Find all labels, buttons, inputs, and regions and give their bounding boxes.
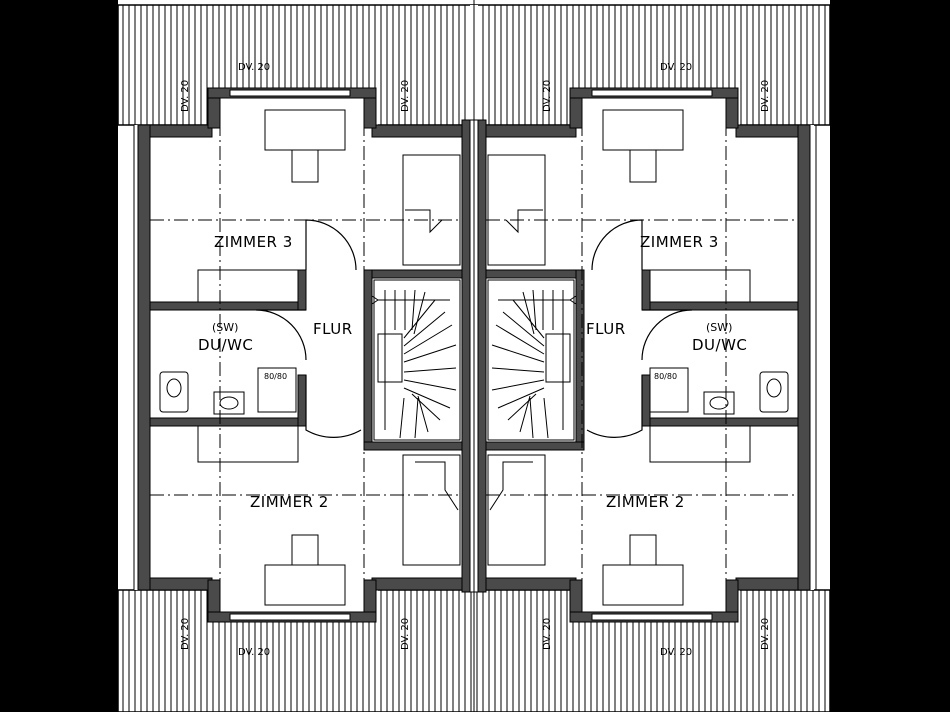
side-edges [133, 125, 817, 590]
stairs-left [371, 279, 461, 441]
dv-label: DV. 20 [760, 80, 771, 112]
label-sw-right: (SW) [706, 321, 732, 334]
exterior-walls [137, 87, 811, 623]
bath-fixtures [159, 367, 789, 415]
dv-label: DV. 20 [400, 618, 411, 650]
dv-label: DV. 20 [542, 618, 553, 650]
label-zimmer2-left: ZIMMER 2 [250, 493, 329, 511]
dv-label: DV. 20 [180, 618, 191, 650]
dv-label: DV. 20 [660, 62, 692, 73]
label-flur-left: FLUR [313, 320, 353, 338]
axis-lines [150, 98, 798, 612]
label-zimmer3-left: ZIMMER 3 [214, 233, 293, 251]
dv-label: DV. 20 [180, 80, 191, 112]
room-labels-right: ZIMMER 3 ZIMMER 2 FLUR (SW) DU/WC 80/80 [586, 233, 747, 511]
furniture [197, 109, 751, 606]
dormer-windows [229, 89, 713, 621]
label-shower-left: 80/80 [264, 372, 287, 381]
dv-label: DV. 20 [238, 62, 270, 73]
dv-label: DV. 20 [400, 80, 411, 112]
label-sw-left: (SW) [212, 321, 238, 334]
dv-label: DV. 20 [238, 647, 270, 658]
dv-label: DV. 20 [542, 80, 553, 112]
dv-label: DV. 20 [760, 618, 771, 650]
label-duwc-right: DU/WC [692, 336, 747, 354]
room-labels-left: ZIMMER 3 ZIMMER 2 FLUR (SW) DU/WC 80/80 [198, 233, 353, 511]
dv-label: DV. 20 [660, 647, 692, 658]
stairs-right [487, 279, 577, 441]
label-flur-right: FLUR [586, 320, 626, 338]
label-shower-right: 80/80 [654, 372, 677, 381]
dv-labels: DV. 20 DV. 20 DV. 20 DV. 20 DV. 20 DV. 2… [180, 62, 771, 658]
label-zimmer2-right: ZIMMER 2 [606, 493, 685, 511]
label-zimmer3-right: ZIMMER 3 [640, 233, 719, 251]
label-duwc-left: DU/WC [198, 336, 253, 354]
